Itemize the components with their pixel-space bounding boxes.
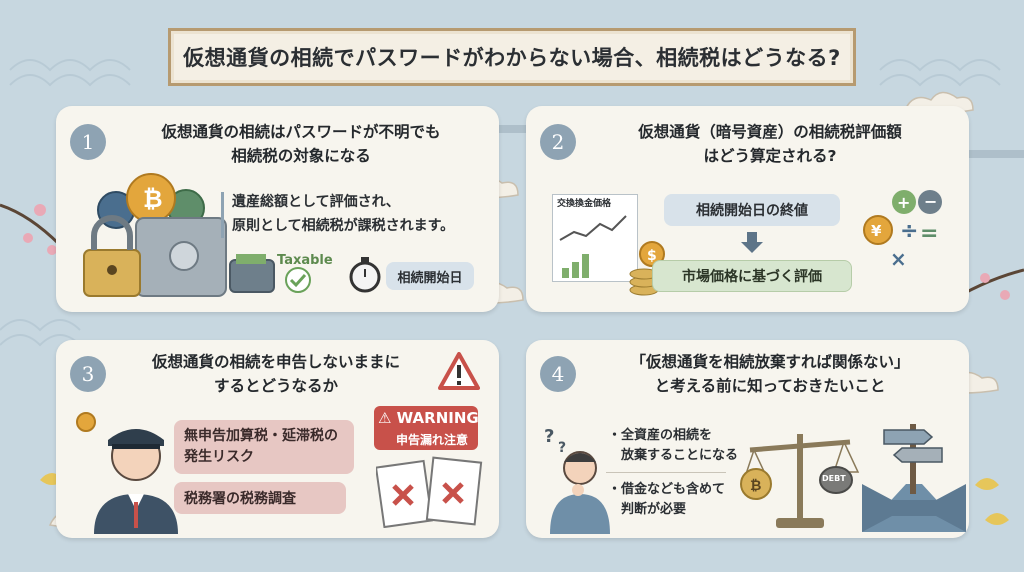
bullet-renounce-all: ・全資産の相続を 放棄することになる (608, 426, 738, 466)
crossroads-signpost-icon (862, 424, 966, 532)
panel-1-body-line-1: 遺産総額として評価され、 (232, 194, 400, 210)
taxable-label: Taxable (277, 253, 333, 268)
svg-text:₿: ₿ (750, 478, 761, 494)
panel-2-title-line-1: 仮想通貨（暗号資産）の相続税評価額 (638, 123, 902, 141)
panel-1-title-line-1: 仮想通貨の相続はパスワードが不明でも (161, 123, 441, 141)
svg-text:$: $ (647, 248, 657, 264)
panel-number-1: 1 (70, 124, 106, 160)
closing-price-step: 相続開始日の終値 (664, 194, 840, 226)
penalty-risk-pill: 無申告加算税・延滞税の 発生リスク (174, 420, 354, 474)
price-chart-label: 交換換金価格 (557, 199, 612, 209)
penalty-risk-line-2: 発生リスク (184, 449, 254, 465)
panel-2: 2 仮想通貨（暗号資産）の相続税評価額 はどう算定される? 交換換金価格 $ 相… (526, 106, 969, 312)
warning-title: ⚠ WARNING (378, 409, 479, 427)
svg-text:₿: ₿ (143, 185, 163, 213)
price-chart-card (552, 194, 638, 282)
panel-1: 1 仮想通貨の相続はパスワードが不明でも 相続税の対象になる ₿ 遺産総額として… (56, 106, 499, 312)
panel-1-title-line-2: 相続税の対象になる (231, 147, 371, 165)
svg-text:×: × (890, 247, 907, 271)
stopwatch-icon (349, 257, 381, 293)
panel-2-title-line-2: はどう算定される? (703, 147, 837, 165)
svg-text:+: + (897, 193, 910, 212)
panel-2-title: 仮想通貨（暗号資産）の相続税評価額 はどう算定される? (584, 120, 956, 168)
panel-number-4: 4 (540, 356, 576, 392)
svg-text:÷: ÷ (900, 219, 918, 244)
warning-subtitle: 申告漏れ注意 (396, 433, 469, 447)
panel-4-title-line-2: と考える前に知っておきたいこと (654, 377, 886, 395)
panel-number-3: 3 (70, 356, 106, 392)
svg-text:−: − (924, 192, 937, 211)
panel-1-body: 遺産総額として評価され、 原則として相続税が課税されます。 (232, 190, 454, 238)
page-title: 仮想通貨の相続でパスワードがわからない場合、相続税はどうなる? (168, 28, 856, 86)
body-divider (221, 192, 224, 238)
market-valuation-step: 市場価格に基づく評価 (652, 260, 852, 292)
panel-3-title: 仮想通貨の相続を申告しないままに するとどうなるか (116, 350, 436, 398)
thinking-person-icon: ? ? (544, 426, 610, 534)
bullet-1-line-2: 放棄することになる (621, 448, 739, 463)
panel-4: 4 「仮想通貨を相続放棄すれば関係ない」 と考える前に知っておきたいこと ? ?… (526, 340, 969, 538)
balance-scale-icon: ₿ (740, 434, 860, 528)
panel-1-title: 仮想通貨の相続はパスワードが不明でも 相続税の対象になる (116, 120, 486, 168)
bullet-1-text-1: 全資産の相続を (621, 428, 713, 443)
warning-triangle-icon (438, 352, 480, 390)
arrow-down-icon (741, 232, 763, 253)
panel-3-title-line-1: 仮想通貨の相続を申告しないままに (151, 353, 400, 371)
price-chart-icon: $ (559, 215, 665, 296)
bullet-2-text-1: 借金なども含めて (621, 482, 726, 497)
warning-small-icon: ⚠ (378, 409, 397, 427)
penalty-risk-line-1: 無申告加算税・延滞税の (184, 428, 338, 444)
panel-number-2: 2 (540, 124, 576, 160)
bitcoin-safe-icon: ₿ (83, 173, 227, 297)
bullet-2-line-1: ・借金なども含めて (608, 482, 726, 497)
bullet-2-line-2: 判断が必要 (621, 502, 687, 517)
bullet-include-debt: ・借金なども含めて 判断が必要 (608, 480, 725, 520)
bullet-divider (606, 472, 726, 473)
svg-text:?: ? (558, 440, 566, 456)
inheritance-date-pill: 相続開始日 (386, 262, 474, 290)
warning-title-text: WARNING (396, 409, 479, 427)
tax-officer-icon (76, 412, 178, 534)
rejected-documents-icon (376, 456, 483, 528)
debt-label: DEBT (822, 474, 846, 483)
panel-4-title-line-1: 「仮想通貨を相続放棄すれば関係ない」 (630, 353, 910, 371)
tax-audit-pill: 税務署の税務調査 (174, 482, 346, 514)
panel-4-title: 「仮想通貨を相続放棄すれば関係ない」 と考える前に知っておきたいこと (584, 350, 956, 398)
warning-banner (374, 406, 478, 450)
math-symbols-icon: + − ¥ ÷ = × (863, 190, 942, 271)
bullet-1-line-1: ・全資産の相続を (608, 428, 713, 443)
panel-3-title-line-2: するとどうなるか (213, 377, 338, 395)
svg-text:?: ? (544, 426, 554, 447)
wallet-check-icon (229, 254, 311, 293)
panel-1-body-line-2: 原則として相続税が課税されます。 (232, 218, 455, 234)
svg-text:=: = (920, 221, 938, 246)
panel-3: 3 仮想通貨の相続を申告しないままに するとどうなるか 無申告加算税・延滞税の … (56, 340, 499, 538)
svg-text:¥: ¥ (871, 222, 882, 240)
